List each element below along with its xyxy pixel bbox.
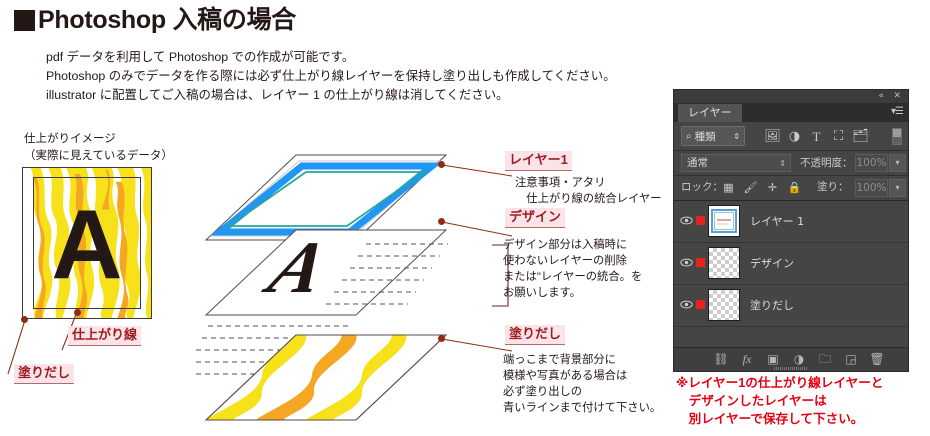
intro-paragraph: pdf データを利用して Photoshop での作成が可能です。 Photos… bbox=[46, 50, 616, 102]
tab-layers[interactable]: レイヤー bbox=[678, 104, 742, 122]
preview-caption: 仕上がりイメージ （実際に見えているデータ） bbox=[24, 133, 173, 162]
filter-enable-toggle[interactable] bbox=[892, 128, 902, 145]
table-row[interactable]: 塗りだし bbox=[674, 285, 908, 327]
bleed-callout-dot bbox=[21, 316, 28, 323]
eye-icon[interactable] bbox=[680, 257, 693, 268]
panel-resize-grip[interactable] bbox=[774, 367, 808, 370]
design-bracket bbox=[492, 244, 509, 307]
layer-name[interactable]: 塗りだし bbox=[750, 299, 794, 312]
delete-layer-icon[interactable]: 🗑 bbox=[869, 352, 885, 366]
lock-all-icon[interactable]: 🔒 bbox=[787, 181, 802, 194]
link-layers-icon[interactable]: ⛓ bbox=[713, 352, 729, 366]
add-layer-mask-icon[interactable]: ▣ bbox=[767, 352, 779, 366]
layer-red-marker bbox=[696, 300, 705, 309]
eye-icon[interactable] bbox=[680, 215, 693, 226]
blend-mode-value: 通常 bbox=[687, 157, 708, 169]
title-bullet-square-icon bbox=[14, 10, 35, 31]
opacity-stepper[interactable]: ▾ bbox=[889, 154, 906, 172]
panel-titlebar: « ✕ bbox=[674, 90, 908, 103]
annotation-body-layer1: 注意事項・アタリ 仕上がり線の統合レイヤー bbox=[515, 177, 662, 206]
panel-bottom-toolbar: ⛓ fx ▣ ◑ 🗀 ◲ 🗑 bbox=[674, 347, 908, 371]
eye-icon[interactable] bbox=[680, 299, 693, 310]
page-title: Photoshop 入稿の場合 bbox=[14, 8, 296, 33]
opacity-value[interactable]: 100% bbox=[855, 154, 888, 172]
flame-artwork: A bbox=[23, 168, 151, 318]
layer-name[interactable]: デザイン bbox=[750, 257, 794, 270]
preview-callout-lines bbox=[7, 311, 78, 375]
layer-name[interactable]: レイヤー 1 bbox=[750, 215, 805, 228]
new-layer-icon[interactable]: ◲ bbox=[845, 352, 857, 366]
table-row[interactable]: レイヤー 1 bbox=[674, 201, 908, 243]
layer-stack-diagram: A bbox=[196, 154, 448, 421]
search-icon: ⌕ bbox=[686, 130, 692, 142]
annotation-body-bleed: 端っこまで背景部分に 模様や写真がある場合は 必ず塗り出しの 青いラインまで付け… bbox=[503, 354, 662, 415]
annotation-title-bleed: 塗りだし bbox=[505, 325, 566, 346]
lock-row: ロック： ▦ 🖌 ✛ 🔒 塗り： 100% ▾ bbox=[674, 176, 908, 201]
stack-callout-lines bbox=[441, 164, 513, 352]
layer-filter-kind-select[interactable]: ⌕ 種類 ⇕ bbox=[681, 126, 745, 146]
bleed-label: 塗りだし bbox=[14, 364, 75, 385]
table-row[interactable]: デザイン bbox=[674, 243, 908, 285]
finished-image-preview: A bbox=[22, 167, 152, 319]
trim-line-label: 仕上がり線 bbox=[68, 326, 142, 347]
bleed-layer-callout-dot bbox=[438, 335, 445, 342]
pixel-layer-filter-icon[interactable]: 🖼 bbox=[764, 129, 781, 144]
layer-red-marker bbox=[696, 258, 705, 267]
lock-position-icon[interactable]: ✛ bbox=[767, 181, 778, 194]
adjustment-layer-filter-icon[interactable]: ◑ bbox=[788, 129, 801, 144]
stepper-icon: ⇕ bbox=[733, 131, 740, 141]
annotation-title-design: デザイン bbox=[505, 208, 566, 229]
annotation-body-design: デザイン部分は入稿時に 使わないレイヤーの削除 または"レイヤーの統合。を お願… bbox=[503, 239, 643, 300]
smart-object-filter-icon[interactable]: 🗂 bbox=[852, 129, 869, 144]
layer-style-fx-icon[interactable]: fx bbox=[742, 352, 752, 366]
annotation-title-layer1: レイヤー1 bbox=[505, 151, 572, 172]
opacity-label: 不透明度： bbox=[800, 157, 853, 169]
blend-mode-select[interactable]: 通常 ⇕ bbox=[681, 154, 791, 172]
panel-tab-row: レイヤー ▾☰ bbox=[674, 103, 908, 122]
lock-image-pixels-icon[interactable]: 🖌 bbox=[743, 181, 758, 194]
blend-mode-row: 通常 ⇕ 不透明度： 100% ▾ bbox=[674, 151, 908, 176]
fill-value[interactable]: 100% bbox=[855, 179, 888, 197]
svg-text:A: A bbox=[51, 189, 122, 299]
layer-thumbnail[interactable] bbox=[708, 247, 740, 279]
layer1-callout-dot bbox=[438, 161, 445, 168]
warning-note: ※レイヤー1の仕上がり線レイヤーと デザインしたレイヤーは 別レイヤーで保存して… bbox=[676, 376, 884, 426]
shape-layer-filter-icon[interactable]: ⛶ bbox=[833, 129, 844, 144]
design-callout-dot bbox=[438, 218, 445, 225]
page-title-text: Photoshop 入稿の場合 bbox=[38, 6, 296, 34]
layer-thumbnail[interactable] bbox=[708, 289, 740, 321]
panel-menu-icon[interactable]: ▾☰ bbox=[891, 106, 904, 117]
fill-stepper[interactable]: ▾ bbox=[889, 179, 906, 197]
layer-thumbnail[interactable] bbox=[708, 205, 740, 237]
lock-transparent-pixels-icon[interactable]: ▦ bbox=[723, 181, 734, 194]
layer-red-marker bbox=[696, 216, 705, 225]
type-layer-filter-icon[interactable]: T bbox=[812, 129, 821, 144]
fill-label: 塗り： bbox=[817, 181, 849, 193]
layer-filter-kind-label: 種類 bbox=[694, 130, 716, 143]
collapse-icon[interactable]: « bbox=[878, 91, 884, 101]
trim-callout-dot bbox=[74, 309, 81, 316]
photoshop-layers-panel[interactable]: « ✕ レイヤー ▾☰ ⌕ 種類 ⇕ 🖼 ◑ T ⛶ 🗂 通常 ⇕ 不透 bbox=[673, 89, 909, 372]
new-adjustment-layer-icon[interactable]: ◑ bbox=[793, 352, 805, 366]
close-icon[interactable]: ✕ bbox=[893, 91, 901, 101]
lock-label: ロック： bbox=[681, 181, 723, 193]
chevron-down-icon: ⇕ bbox=[779, 159, 786, 168]
layer-filter-row: ⌕ 種類 ⇕ 🖼 ◑ T ⛶ 🗂 bbox=[674, 122, 908, 151]
new-group-icon[interactable]: 🗀 bbox=[818, 352, 831, 366]
layer-list[interactable]: レイヤー 1 デザイン 塗りだし bbox=[674, 201, 908, 359]
